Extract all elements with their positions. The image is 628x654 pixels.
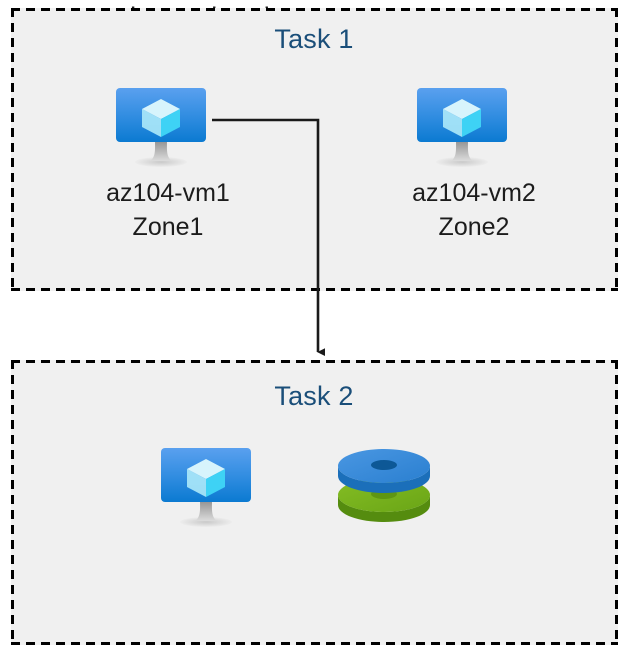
azure-virtual-machine-icon [110,83,212,167]
group-border-bottom [11,642,618,645]
task-2-title: Task 2 [274,381,354,411]
vm2-label: az104-vm2 Zone2 [412,179,536,241]
task-1-title: Task 1 [274,24,354,54]
group-border-right [615,8,618,291]
task-2-group [11,360,618,645]
azure-virtual-machine-icon [411,83,513,167]
azure-virtual-machine-icon [155,443,257,527]
group-border-right [615,360,618,645]
group-border-bottom [11,288,618,291]
group-border-left [11,8,14,291]
group-border-top [11,360,618,363]
group-border-top [11,8,618,11]
vm1-label: az104-vm1 Zone1 [106,179,230,241]
azure-disks-icon [333,443,435,527]
group-border-left [11,360,14,645]
